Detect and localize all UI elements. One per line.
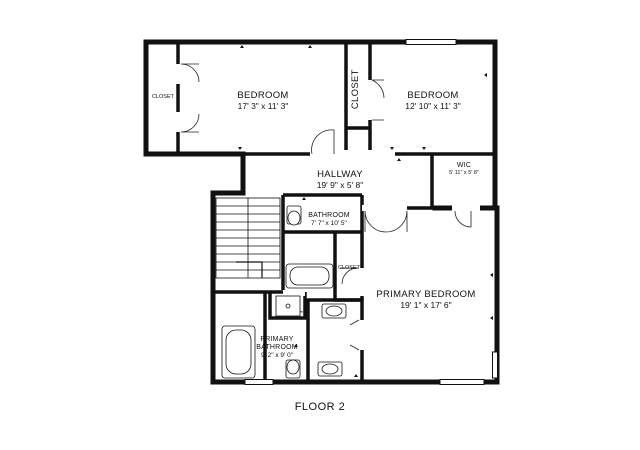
bedroom-left-dims: 17' 3" x 11' 3": [237, 100, 289, 111]
primary-bathroom-dims: 9' 2" x 9' 0": [260, 352, 294, 360]
closet-left-label: CLOSET: [151, 94, 174, 100]
bathroom-name: BATHROOM: [308, 212, 350, 219]
bedroom-right-name: BEDROOM: [407, 90, 459, 101]
floor-label: FLOOR 2: [294, 401, 346, 413]
bedroom-left-label: BEDROOM 17' 3" x 11' 3": [218, 90, 308, 112]
hallway-name: HALLWAY: [317, 169, 363, 180]
stairs: [215, 197, 281, 279]
closet-mid-label: CLOSET: [337, 265, 360, 271]
door-openings: [175, 64, 480, 350]
primary-bathroom-name-2: BATHROOM: [256, 344, 298, 352]
primary-bedroom-name: PRIMARY BEDROOM: [376, 289, 476, 300]
hallway-dims: 19' 9" x 5' 8": [316, 179, 364, 190]
primary-bathroom-name-1: PRIMARY: [260, 336, 294, 343]
primary-bathroom-label: PRIMARY BATHROOM 9' 2" x 9' 0": [252, 336, 302, 360]
primary-bedroom-label: PRIMARY BEDROOM 19' 1" x 17' 6": [370, 289, 482, 311]
bathroom-label: BATHROOM 7' 7" x 10' 5": [302, 212, 356, 228]
primary-bedroom-dims: 19' 1" x 17' 6": [400, 299, 452, 310]
hallway-label: HALLWAY 19' 9" x 5' 8": [295, 169, 385, 191]
bedroom-left-name: BEDROOM: [237, 90, 289, 101]
wic-dims: 5' 11" x 5' 8": [449, 170, 479, 177]
bath-fixtures: [221, 205, 347, 379]
wic-name: WIC: [456, 162, 472, 169]
bedroom-right-label: BEDROOM 12' 10" x 11' 3": [388, 90, 478, 112]
windows: [244, 39, 498, 385]
door-swings: [180, 63, 472, 351]
outlet-markers: [238, 45, 493, 377]
wic-label: WIC 5' 11" x 5' 8": [436, 162, 492, 176]
closet-top-label: CLOSET: [345, 59, 363, 119]
bedroom-right-dims: 12' 10" x 11' 3": [405, 100, 461, 111]
closet-top-name: CLOSET: [349, 69, 361, 110]
bathroom-dims: 7' 7" x 10' 5": [311, 220, 347, 228]
